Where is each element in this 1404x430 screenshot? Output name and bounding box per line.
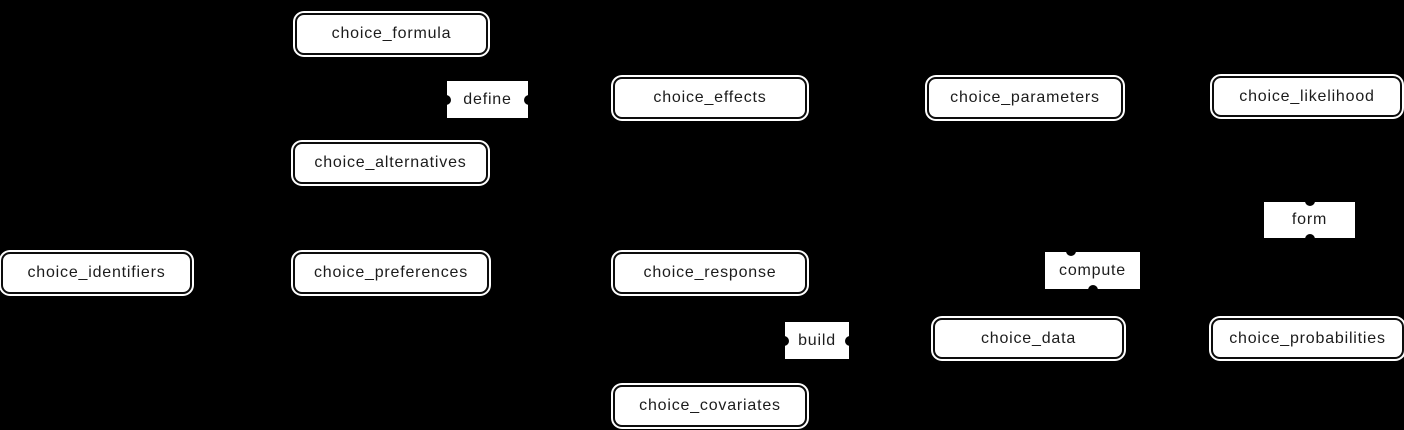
node-label: choice_alternatives <box>314 154 467 171</box>
node-choice-data: choice_data <box>933 318 1124 359</box>
node-label: choice_likelihood <box>1239 87 1375 105</box>
edge-label-text: compute <box>1059 261 1126 279</box>
node-label: choice_parameters <box>950 89 1100 106</box>
node-label: choice_effects <box>653 89 767 106</box>
node-choice-parameters: choice_parameters <box>927 77 1123 119</box>
node-choice-likelihood: choice_likelihood <box>1212 76 1402 117</box>
node-label: choice_formula <box>331 25 452 42</box>
edge-label-text: build <box>798 331 836 349</box>
node-choice-effects: choice_effects <box>613 77 807 119</box>
edge-label-build: build <box>779 322 855 359</box>
node-choice-response: choice_response <box>613 252 807 294</box>
edge-notch <box>1304 234 1315 244</box>
node-choice-alternatives: choice_alternatives <box>293 142 488 184</box>
node-choice-covariates: choice_covariates <box>613 385 807 427</box>
node-choice-probabilities: choice_probabilities <box>1211 318 1404 359</box>
node-label: choice_covariates <box>639 397 781 414</box>
edge-notch <box>779 335 789 346</box>
edge-label-compute: compute <box>1045 246 1140 295</box>
edge-notch <box>441 94 451 105</box>
edge-notch <box>1065 246 1076 256</box>
edge-label-text: form <box>1291 211 1328 228</box>
edge-notch <box>524 94 534 105</box>
edge-label-text: define <box>463 90 512 108</box>
node-choice-identifiers: choice_identifiers <box>1 252 192 294</box>
edge-label-form: form <box>1264 196 1355 244</box>
node-choice-preferences: choice_preferences <box>293 252 489 294</box>
node-label: choice_preferences <box>313 264 469 281</box>
node-label: choice_response <box>643 264 777 281</box>
node-choice-formula: choice_formula <box>295 13 488 55</box>
node-label: choice_data <box>980 329 1077 347</box>
node-label: choice_identifiers <box>27 264 166 281</box>
edge-notch <box>1304 196 1315 206</box>
edge-notch <box>1087 285 1098 295</box>
node-label: choice_probabilities <box>1229 329 1386 347</box>
edge-notch <box>845 335 855 346</box>
edge-label-define: define <box>441 81 534 118</box>
